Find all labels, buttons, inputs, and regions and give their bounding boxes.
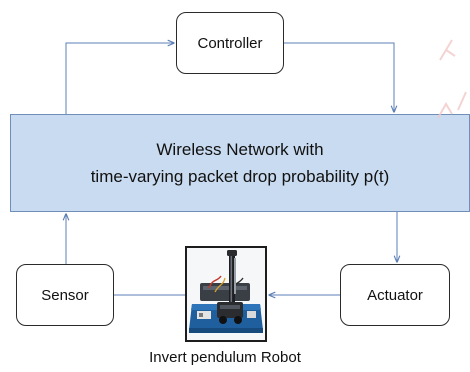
sensor-label: Sensor: [41, 286, 89, 304]
controller-label: Controller: [197, 34, 263, 52]
network-to-controller-arrow: [65, 43, 174, 114]
wireless-network-box: Wireless Network with time-varying packe…: [10, 114, 470, 212]
actuator-box: Actuator: [340, 264, 450, 326]
actuator-label: Actuator: [367, 286, 423, 304]
robot-photo: [185, 246, 267, 342]
sensor-box: Sensor: [16, 264, 114, 326]
pendulum-robot-icon: [187, 248, 265, 340]
network-label-line2: time-varying packet drop probability p(t…: [90, 167, 390, 186]
controller-box: Controller: [176, 12, 284, 74]
network-label-line1: Wireless Network with: [156, 140, 324, 159]
controller-to-network-arrow: [284, 42, 394, 112]
robot-caption: Invert pendulum Robot: [149, 349, 301, 366]
